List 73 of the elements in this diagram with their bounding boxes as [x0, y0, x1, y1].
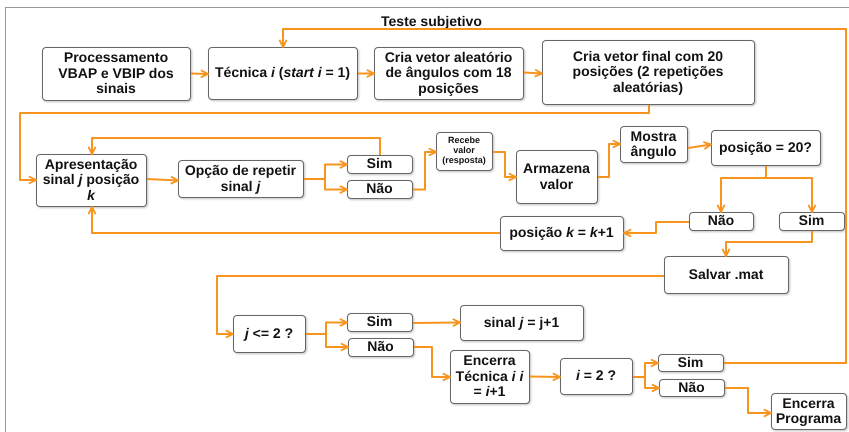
node-label: Não [366, 181, 393, 197]
arrow [725, 387, 772, 418]
arrow [414, 346, 451, 382]
process-box [208, 46, 358, 100]
node-label: Sim [366, 156, 392, 172]
process-box [232, 314, 306, 352]
node-label: Não [367, 339, 394, 355]
arrow [19, 105, 650, 184]
process-box [516, 150, 598, 204]
arrow [530, 372, 561, 382]
arrow [722, 231, 813, 257]
group-title: Teste subjetivo [381, 13, 482, 29]
process-box [436, 132, 492, 170]
node-label: posição k = k+1 [509, 225, 614, 241]
arrow [688, 141, 712, 150]
node-label: j <= 2 ? [244, 326, 294, 342]
arrow [306, 333, 349, 352]
node-label: Mostra ângulo [630, 128, 678, 160]
arrow [493, 151, 517, 182]
process-box [778, 212, 844, 230]
process-box [664, 256, 788, 294]
node-label: Técnica i (start i = 1) [214, 65, 350, 81]
node-label: Processamento VBAP e VBIP dos sinais [57, 50, 175, 97]
process-box [658, 378, 724, 396]
node-label: sinal j = j+1 [484, 314, 560, 330]
process-box [620, 126, 688, 162]
arrow [146, 176, 179, 185]
node-label: posição = 20? [719, 140, 812, 156]
node-label: Opção de repetir sinal j [184, 163, 298, 194]
arrow [765, 166, 816, 213]
node-label: Sim [798, 213, 824, 229]
arrow [88, 206, 500, 234]
arrow [88, 137, 381, 155]
node-label: Armazena valor [522, 161, 591, 192]
arrow [633, 376, 660, 392]
process-box [688, 212, 754, 230]
process-box [658, 354, 724, 372]
process-box [348, 338, 414, 356]
node-label: Encerra Programa [774, 396, 842, 426]
process-box [36, 154, 146, 206]
node-label: Recebe valor (resposta) [441, 136, 487, 166]
node-label: Salvar .mat [688, 266, 764, 282]
arrow [413, 148, 437, 190]
arrow [358, 69, 375, 78]
arrow [623, 221, 689, 238]
arrow [412, 318, 461, 328]
process-box [178, 160, 304, 198]
node-label: Não [708, 213, 734, 229]
process-box [460, 304, 584, 340]
node-label: Apresentação sinal j posição k [42, 156, 140, 204]
node-label: Cria vetor final com 20 posições (2 repetições aleatórias) [572, 48, 724, 96]
node-label: Sim [678, 354, 704, 370]
arrow [304, 178, 348, 194]
arrow [598, 140, 621, 178]
process-box [346, 312, 412, 332]
process-box [374, 46, 524, 100]
arrow [278, 28, 847, 364]
arrow [190, 69, 209, 78]
arrow [216, 275, 664, 338]
process-box [500, 216, 624, 250]
process-box [346, 180, 412, 198]
node-label: Cria vetor aleatório de ângulos com 18 posições [384, 50, 514, 96]
process-box [346, 154, 412, 174]
node-label: i = 2 ? [576, 368, 616, 384]
node-label: Não [678, 380, 705, 396]
group-frame [5, 7, 849, 432]
arrow [524, 68, 543, 78]
process-box [42, 46, 190, 100]
node-label: Sim [366, 314, 392, 330]
node-label: Encerra Técnica i i = i+1 [454, 353, 524, 400]
process-box [542, 40, 754, 104]
process-box [710, 130, 820, 166]
process-box [560, 358, 632, 394]
